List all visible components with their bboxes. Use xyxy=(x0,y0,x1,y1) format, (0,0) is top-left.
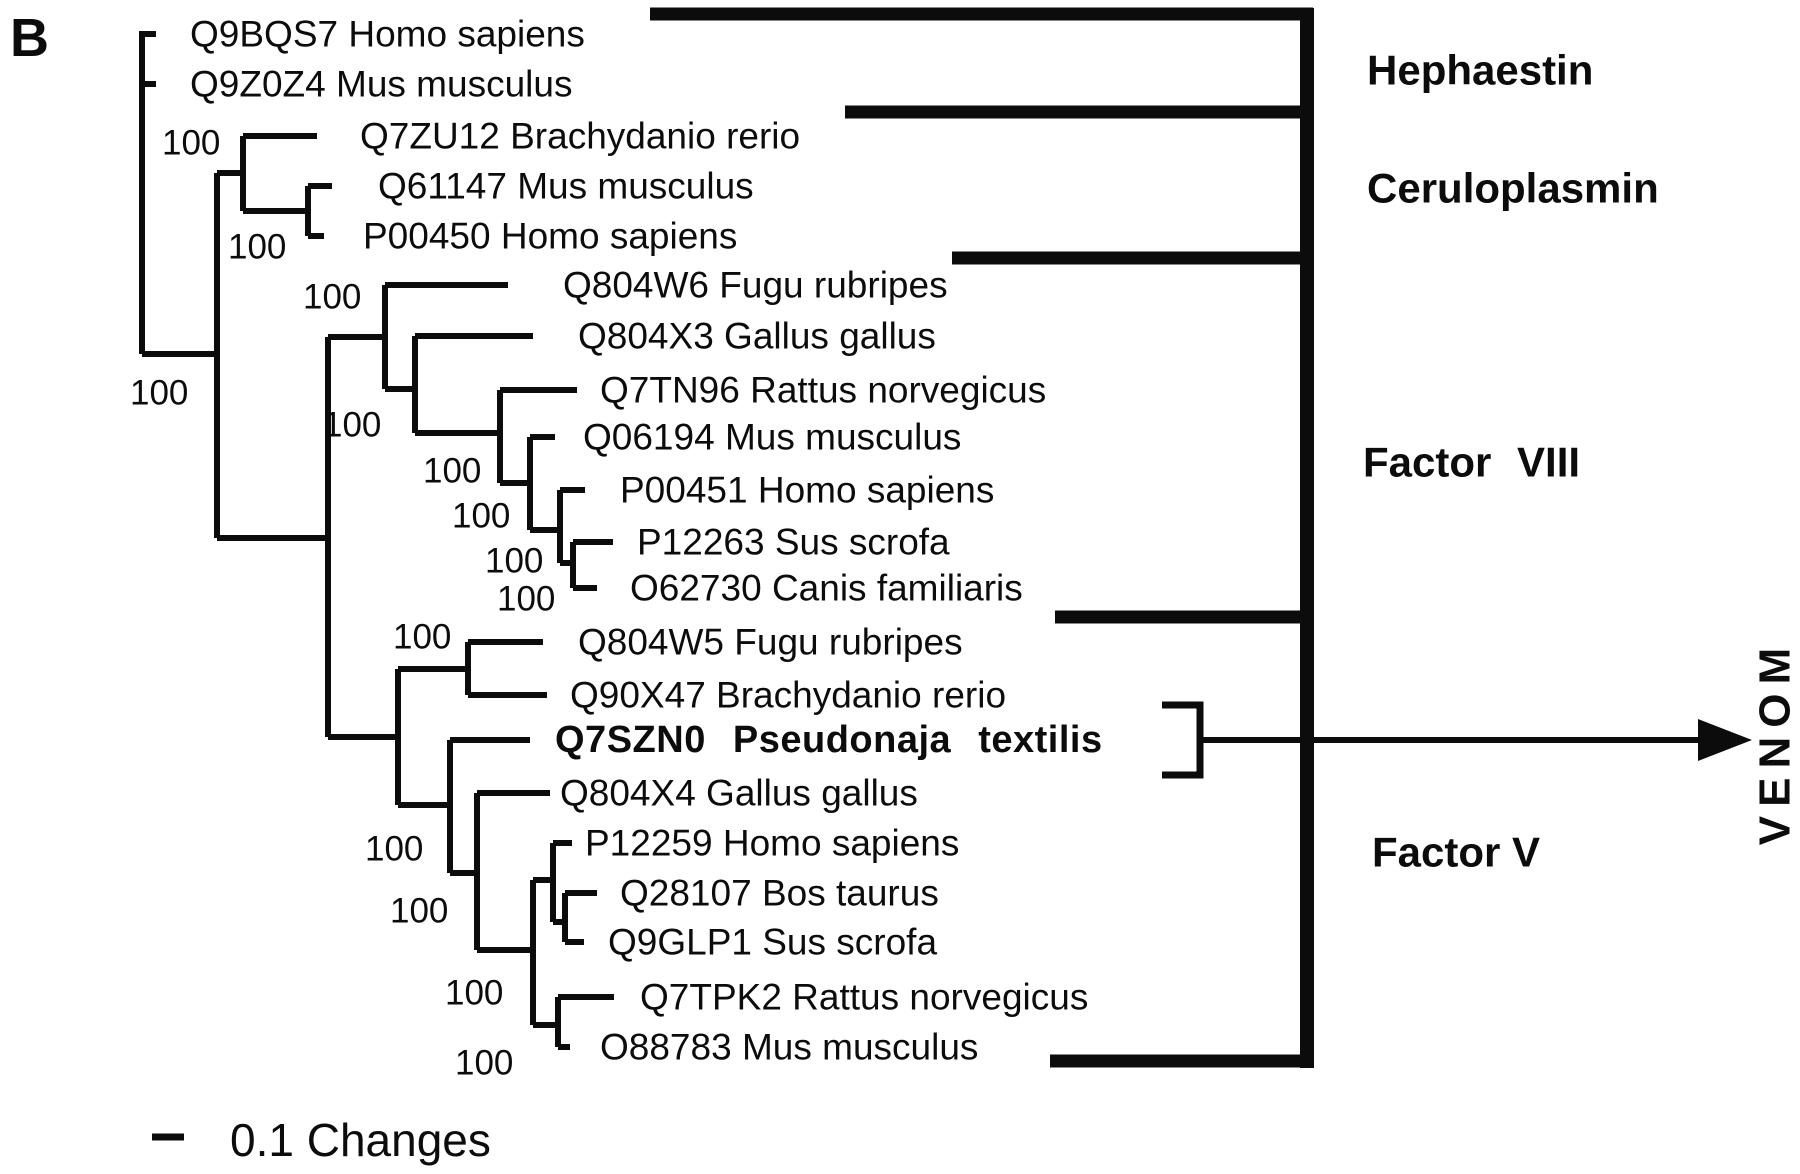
scale-legend-text: 0.1 Changes xyxy=(230,1114,491,1166)
bootstrap-value-3: 100 xyxy=(303,278,361,317)
taxon-label-q804w6: Q804W6 Fugu rubripes xyxy=(563,265,948,306)
bootstrap-value-1: 100 xyxy=(228,228,286,267)
taxon-label-q9glp1: Q9GLP1 Sus scrofa xyxy=(608,922,937,963)
bootstrap-value-13: 100 xyxy=(455,1044,513,1083)
taxon-label-o88783: O88783 Mus musculus xyxy=(600,1027,978,1068)
taxon-label-q90x47: Q90X47 Brachydanio rerio xyxy=(570,675,1006,716)
taxon-label-q9bqs7: Q9BQS7 Homo sapiens xyxy=(190,14,585,55)
taxon-label-p00451: P00451 Homo sapiens xyxy=(620,470,994,511)
taxon-label-q61147: Q61147 Mus musculus xyxy=(378,166,754,207)
taxon-label-q28107: Q28107 Bos taurus xyxy=(620,873,939,914)
taxon-label-p12263: P12263 Sus scrofa xyxy=(637,522,950,563)
venom-bracket xyxy=(1162,701,1204,779)
group-label-hephaestin: Hephaestin xyxy=(1367,47,1593,94)
group-label-ceruloplasmin: Ceruloplasmin xyxy=(1367,165,1659,212)
bootstrap-value-4: 100 xyxy=(323,406,381,445)
bootstrap-value-11: 100 xyxy=(390,892,448,931)
taxon-label-q9z0z4: Q9Z0Z4 Mus musculus xyxy=(190,64,572,105)
taxon-label-o62730: O62730 Canis familiaris xyxy=(630,568,1023,609)
bootstrap-value-0: 100 xyxy=(162,124,220,163)
bootstrap-value-7: 100 xyxy=(485,542,543,581)
group-separators xyxy=(650,7,1314,1068)
taxon-label-q7tn96: Q7TN96 Rattus norvegicus xyxy=(600,370,1046,411)
taxon-label-q7tpk2: Q7TPK2 Rattus norvegicus xyxy=(640,977,1088,1018)
group-label-factor-v: Factor V xyxy=(1372,829,1540,876)
scale-legend: 0.1 Changes xyxy=(152,1114,491,1166)
taxon-label-q804x3: Q804X3 Gallus gallus xyxy=(578,316,936,357)
bootstrap-labels: 1001001001001001001001001001001001001001… xyxy=(130,124,555,1083)
taxon-label-p00450: P00450 Homo sapiens xyxy=(363,216,737,257)
bootstrap-value-8: 100 xyxy=(497,580,555,619)
bootstrap-value-12: 100 xyxy=(445,974,503,1013)
venom-label: VENOM xyxy=(1751,639,1800,845)
taxon-label-q06194: Q06194 Mus musculus xyxy=(583,417,961,458)
group-label-factor-viii: Factor VIII xyxy=(1363,439,1580,486)
taxon-label-q804w5: Q804W5 Fugu rubripes xyxy=(578,622,963,663)
panel-label: B xyxy=(10,8,49,68)
bootstrap-value-5: 100 xyxy=(423,452,481,491)
venom-callout: VENOM xyxy=(1162,639,1800,845)
bootstrap-value-10: 100 xyxy=(365,830,423,869)
venom-arrowhead-icon xyxy=(1698,719,1752,761)
taxon-label-q804x4: Q804X4 Gallus gallus xyxy=(560,773,918,814)
bootstrap-value-9: 100 xyxy=(393,618,451,657)
bootstrap-value-6: 100 xyxy=(452,497,510,536)
taxon-label-q7zu12: Q7ZU12 Brachydanio rerio xyxy=(360,116,800,157)
group-labels: Hephaestin Ceruloplasmin Factor VIII Fac… xyxy=(1363,47,1659,876)
tree-branches xyxy=(139,31,614,1050)
bootstrap-value-2: 100 xyxy=(130,374,188,413)
taxon-label-q7szn0: Q7SZN0 Pseudonaja textilis xyxy=(555,719,1103,761)
taxon-label-p12259: P12259 Homo sapiens xyxy=(585,823,959,864)
